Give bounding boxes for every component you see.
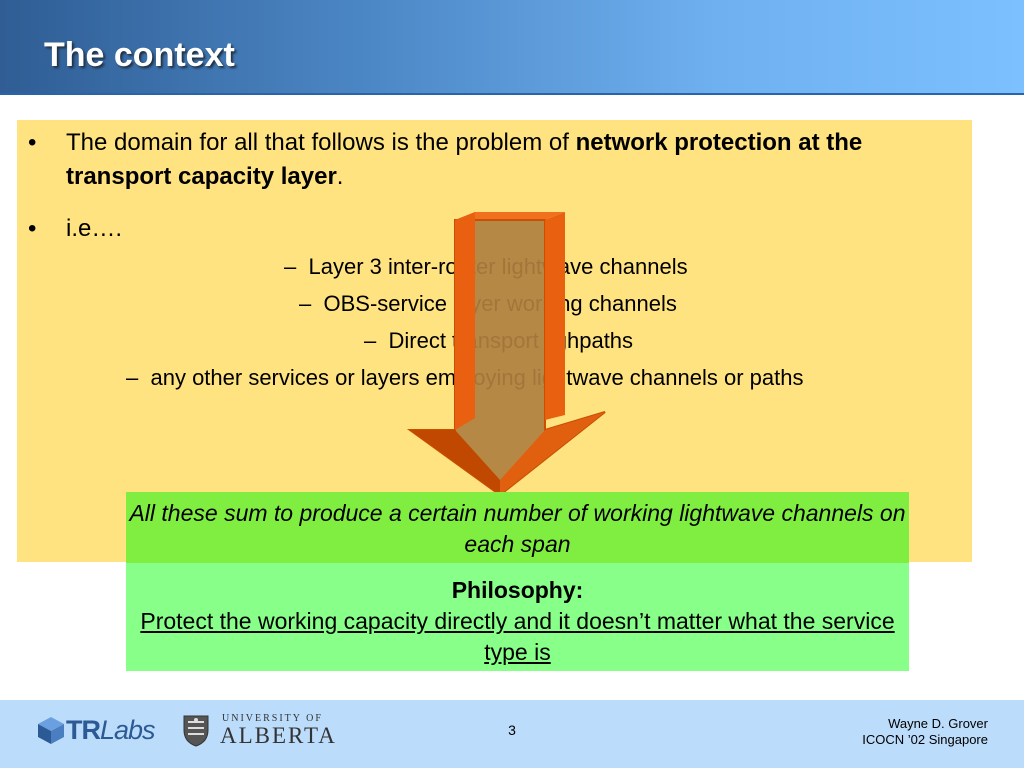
philosophy-box: Philosophy: Protect the working capacity… xyxy=(126,563,909,671)
bullet-text: i.e…. xyxy=(66,215,123,242)
university-small-text: UNIVERSITY OF xyxy=(222,713,323,724)
sub-marker: – xyxy=(284,254,297,279)
sub-marker: – xyxy=(364,328,377,353)
event-name: ICOCN ’02 Singapore xyxy=(862,732,988,747)
trlabs-logo: TRLabs xyxy=(66,715,156,746)
down-arrow-icon xyxy=(406,212,606,497)
page-number: 3 xyxy=(508,722,516,738)
philosophy-text: Protect the working capacity directly an… xyxy=(140,608,895,665)
bullet-text-plain: The domain for all that follows is the p… xyxy=(66,129,576,156)
sub-marker: – xyxy=(299,291,312,316)
trlabs-cube-icon xyxy=(38,717,64,744)
bullet-item-1: • The domain for all that follows is the… xyxy=(28,126,968,194)
slide-header: The context xyxy=(0,0,1024,95)
bullet-text-bold: network protection at the transport capa… xyxy=(66,129,863,190)
author-name: Wayne D. Grover xyxy=(888,716,988,731)
trlabs-logo-tr: TR xyxy=(66,715,101,745)
slide-title: The context xyxy=(44,36,235,74)
bullet-marker: • xyxy=(28,129,37,156)
bullet-text-end: . xyxy=(336,163,344,190)
sum-box: All these sum to produce a certain numbe… xyxy=(126,492,909,563)
sub-marker: – xyxy=(126,365,139,390)
bullet-marker: • xyxy=(28,215,37,242)
university-name: ALBERTA xyxy=(220,723,337,748)
philosophy-heading: Philosophy: xyxy=(451,577,584,603)
trlabs-logo-labs: Labs xyxy=(100,715,156,745)
footer-credit: Wayne D. Grover ICOCN ’02 Singapore xyxy=(862,716,988,748)
bullet-item-2: • i.e…. xyxy=(28,212,122,246)
university-crest-icon xyxy=(183,715,209,747)
slide-footer xyxy=(0,700,1024,768)
bullet-text: The domain for all that follows is the p… xyxy=(28,126,968,194)
